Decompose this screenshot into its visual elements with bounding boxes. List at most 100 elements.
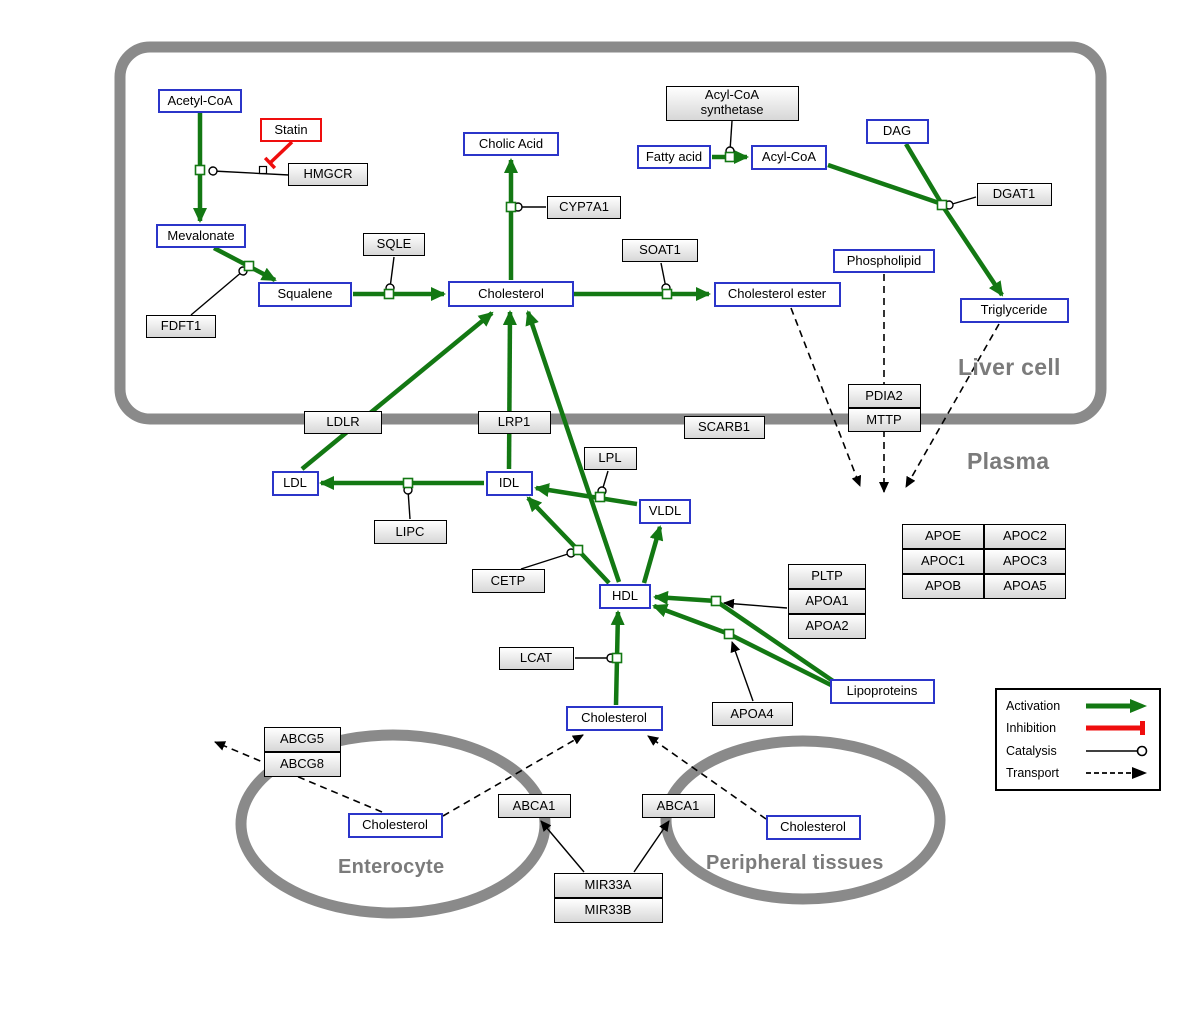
node-abca1_enterocyte[interactable]: ABCA1 (497, 794, 571, 818)
edge-fdft1-catalysis (190, 266, 248, 316)
node-abca1_peripheral[interactable]: ABCA1 (641, 794, 715, 818)
legend-row-transport: Transport (1006, 765, 1150, 781)
edge-dgat1-catalysis (944, 196, 977, 210)
node-mttp[interactable]: MTTP (847, 408, 921, 432)
reaction-node (594, 491, 606, 503)
node-idl[interactable]: IDL (485, 470, 533, 496)
reaction-node (194, 164, 206, 176)
edge-mir33-abca1-left (540, 820, 585, 873)
node-acyl_coa_synthetase[interactable]: Acyl-CoA synthetase (665, 85, 799, 121)
peripheral-tissues-membrane (660, 735, 946, 905)
node-apoa4[interactable]: APOA4 (711, 702, 793, 726)
legend-inhibition-label: Inhibition (1006, 721, 1057, 736)
node-apoc2[interactable]: APOC2 (984, 523, 1066, 549)
legend-row-inhibition: Inhibition (1006, 720, 1150, 736)
node-dgat1[interactable]: DGAT1 (976, 182, 1052, 206)
node-abcg5[interactable]: ABCG5 (263, 726, 341, 752)
node-cholic_acid[interactable]: Cholic Acid (463, 132, 559, 156)
transport-dashed-arrow-icon (1086, 766, 1147, 779)
liver-cell-label: Liver cell (958, 354, 1061, 380)
legend-row-activation: Activation (1006, 698, 1150, 714)
edge-peripheral-abca1-plasma (647, 735, 767, 820)
legend-row-catalysis: Catalysis (1006, 743, 1150, 759)
node-statin[interactable]: Statin (260, 118, 322, 142)
node-acyl_coa[interactable]: Acyl-CoA (751, 144, 827, 170)
node-mir33a[interactable]: MIR33A (553, 872, 663, 898)
node-apoe[interactable]: APOE (902, 523, 984, 549)
edge-vldl-idl (534, 483, 638, 507)
node-pltp[interactable]: PLTP (788, 563, 866, 589)
node-hdl[interactable]: HDL (599, 583, 651, 609)
node-ldl[interactable]: LDL (271, 470, 319, 496)
enterocyte-label: Enterocyte (338, 856, 445, 878)
reaction-node (402, 477, 414, 489)
node-acetyl_coa[interactable]: Acetyl-CoA (158, 89, 242, 113)
node-lpl[interactable]: LPL (583, 446, 637, 470)
node-cholesterol_peripheral[interactable]: Cholesterol (765, 814, 861, 840)
activation-arrow-icon (1086, 699, 1147, 714)
node-apoc1[interactable]: APOC1 (902, 548, 984, 574)
node-squalene[interactable]: Squalene (258, 281, 352, 307)
legend: Activation Inhibition Catalysis Transpor… (995, 688, 1161, 791)
catalysis-circle-icon (1086, 745, 1148, 756)
legend-activation-label: Activation (1006, 699, 1061, 714)
edge-enterocyte-abca1-plasma (442, 734, 584, 817)
node-apoa1[interactable]: APOA1 (788, 588, 866, 614)
node-abcg8[interactable]: ABCG8 (263, 751, 341, 777)
edge-sqle-catalysis (385, 256, 395, 293)
node-sqle[interactable]: SQLE (363, 232, 425, 256)
node-phospholipid[interactable]: Phospholipid (833, 249, 935, 273)
node-hmgcr[interactable]: HMGCR (288, 162, 368, 186)
node-pdia2[interactable]: PDIA2 (847, 384, 921, 408)
node-apoc3[interactable]: APOC3 (984, 548, 1066, 574)
node-apoa2[interactable]: APOA2 (788, 613, 866, 639)
inhibition-target-square (258, 165, 268, 175)
node-lcat[interactable]: LCAT (498, 646, 574, 670)
node-mir33b[interactable]: MIR33B (553, 897, 663, 923)
reaction-node (611, 652, 623, 664)
node-apob[interactable]: APOB (902, 573, 984, 599)
node-cholesterol_ester[interactable]: Cholesterol ester (713, 281, 841, 307)
edge-idl-uptake-lrp1 (502, 310, 517, 470)
edge-dgat1-node-triglyceride (942, 206, 1004, 297)
node-fatty_acid[interactable]: Fatty acid (637, 145, 711, 169)
node-cetp[interactable]: CETP (471, 569, 545, 593)
node-fdft1[interactable]: FDFT1 (146, 314, 216, 338)
edge-enterocyte-efflux-abcg (214, 741, 383, 813)
node-cholesterol_enterocyte[interactable]: Cholesterol (347, 812, 443, 838)
node-cholesterol_liver[interactable]: Cholesterol (448, 281, 574, 307)
reaction-node (710, 595, 722, 607)
node-cyp7a1[interactable]: CYP7A1 (547, 195, 621, 219)
reaction-node (723, 628, 735, 640)
reaction-node (936, 199, 948, 211)
reaction-node (383, 288, 395, 300)
reaction-node (572, 544, 584, 556)
node-apoa5[interactable]: APOA5 (984, 573, 1066, 599)
edge-dag-to-dgat1-node (904, 142, 942, 203)
edge-hmgcr-catalysis (208, 166, 290, 176)
node-lrp1[interactable]: LRP1 (477, 410, 551, 434)
edge-soat1-catalysis (660, 262, 671, 293)
node-triglyceride[interactable]: Triglyceride (959, 297, 1069, 323)
edge-apoa-stack-link (723, 598, 788, 609)
edge-cholesterolester-secretion (790, 307, 862, 487)
liver-cell-membrane (114, 41, 1107, 425)
edge-triglyceride-secretion (905, 323, 1000, 488)
node-soat1[interactable]: SOAT1 (622, 238, 698, 262)
node-dag[interactable]: DAG (865, 118, 929, 144)
edge-acylcoa-synthetase-catalysis (725, 120, 735, 156)
node-ldlr[interactable]: LDLR (304, 410, 382, 434)
node-cholesterol_plasma[interactable]: Cholesterol (565, 705, 663, 731)
edge-apoa4-link (730, 641, 754, 702)
node-vldl[interactable]: VLDL (639, 498, 691, 524)
node-mevalonate[interactable]: Mevalonate (156, 224, 246, 248)
edge-statin-inhibition (263, 140, 294, 170)
node-lipoproteins[interactable]: Lipoproteins (829, 678, 935, 704)
reaction-node (505, 201, 517, 213)
peripheral-tissues-label: Peripheral tissues (706, 852, 884, 874)
reaction-node (724, 151, 736, 163)
node-scarb1[interactable]: SCARB1 (683, 415, 765, 439)
node-lipc[interactable]: LIPC (373, 520, 447, 544)
